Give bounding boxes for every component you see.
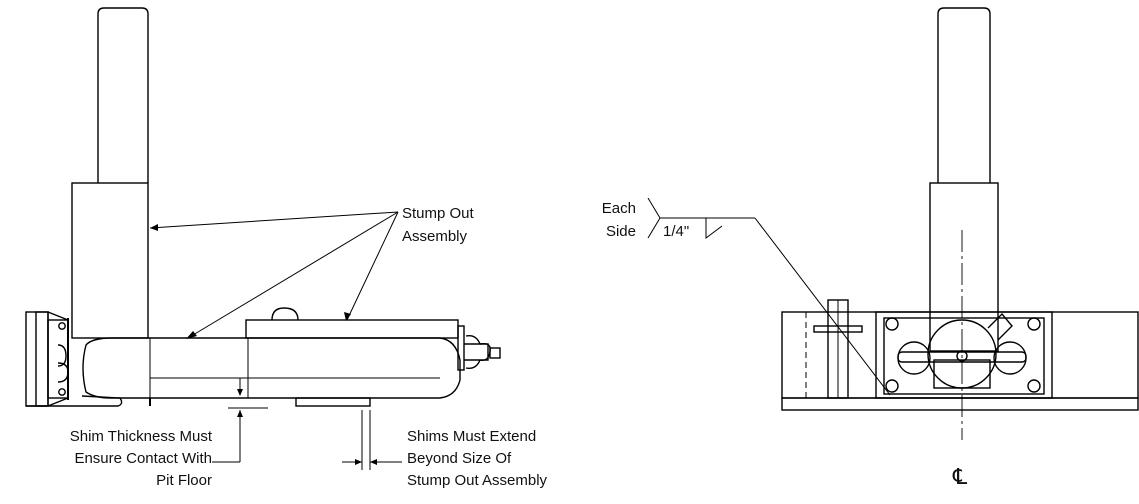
horizontal-body [82, 337, 461, 399]
stump-out-leaders [149, 211, 399, 339]
upper-column-end [937, 7, 991, 183]
lower-column-end [929, 182, 999, 352]
end-view [781, 7, 1139, 440]
top-housing [245, 319, 459, 339]
stump-out-assembly-label: Stump Out Assembly [402, 205, 478, 245]
weld-symbol [647, 197, 891, 396]
side-view [25, 7, 501, 470]
centerline-symbol: ℄ [952, 464, 968, 489]
mounting-bracket [25, 311, 123, 407]
shim-plate [295, 397, 371, 407]
weld-size-label: 1/4" [663, 223, 689, 240]
upper-column [97, 7, 149, 183]
lower-column [71, 182, 149, 339]
